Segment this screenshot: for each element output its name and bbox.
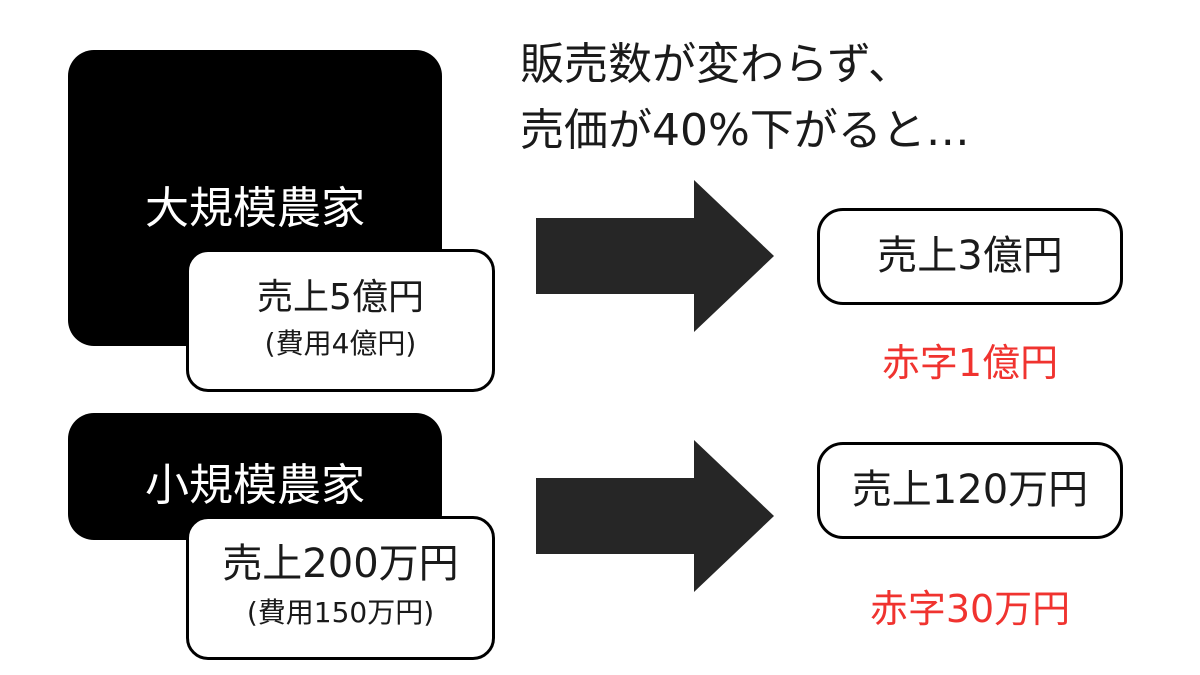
large-farm-sales-card: 売上5億円 (費用4億円) — [186, 249, 495, 392]
small-farm-sales-card: 売上200万円 (費用150万円) — [186, 516, 495, 660]
small-farm-result-card: 売上120万円 — [817, 442, 1123, 539]
small-farm-deficit: 赤字30万円 — [869, 587, 1071, 631]
large-farm-label: 大規模農家 — [145, 183, 365, 234]
headline: 販売数が変わらず、 売価が40%下がると… — [520, 32, 1180, 164]
headline-line-1: 販売数が変わらず、 — [520, 39, 913, 90]
large-farm-deficit: 赤字1億円 — [881, 341, 1059, 385]
right-arrow-icon — [536, 440, 774, 592]
arrow-shape — [536, 440, 774, 592]
right-arrow-icon — [536, 180, 774, 332]
large-farm-cost: (費用4億円) — [264, 327, 417, 360]
small-farm-label: 小規模農家 — [145, 460, 365, 511]
small-farm-sales: 売上200万円 — [222, 541, 459, 587]
headline-line-2: 売価が40%下がると… — [520, 105, 970, 156]
large-farm-result-card: 売上3億円 — [817, 208, 1123, 305]
large-farm-sales: 売上5億円 — [257, 277, 424, 318]
small-farm-cost: (費用150万円) — [246, 596, 435, 629]
arrow-shape — [536, 180, 774, 332]
